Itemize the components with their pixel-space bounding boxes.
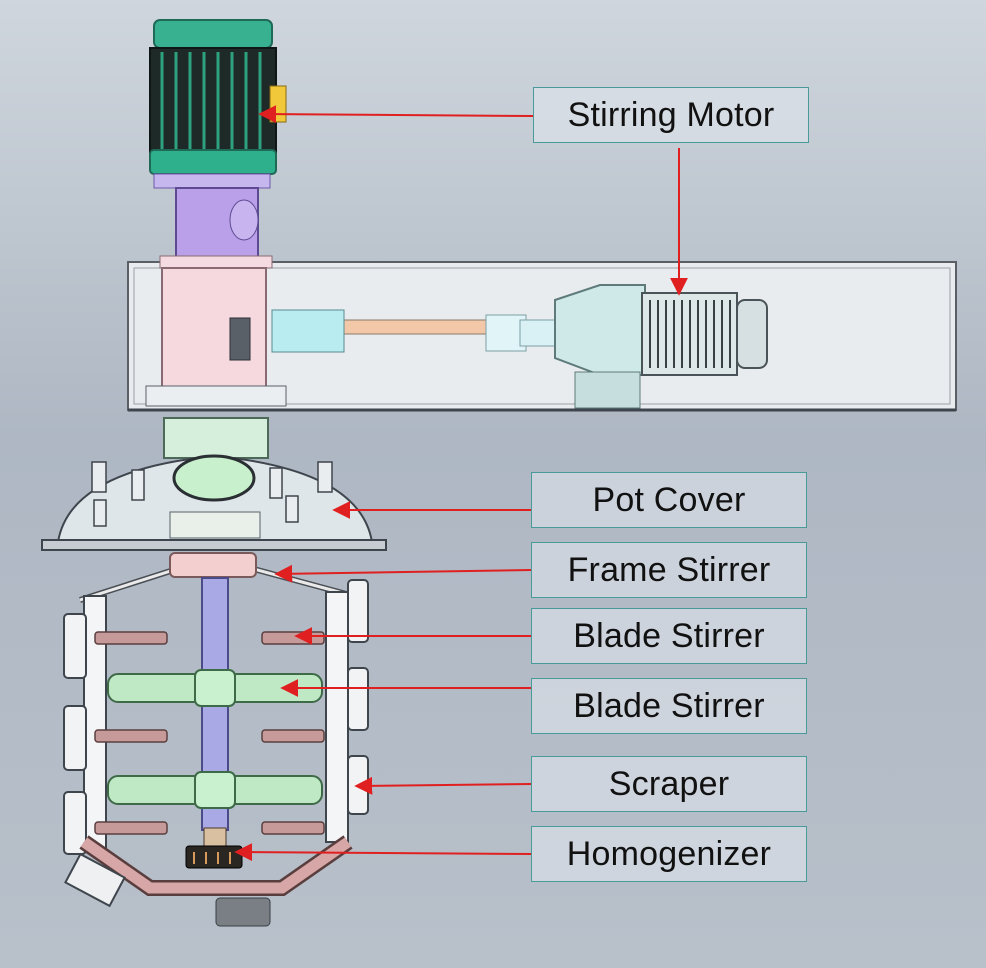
label-frame-stirrer: Frame Stirrer <box>531 542 807 598</box>
label-stirring-motor: Stirring Motor <box>533 87 809 143</box>
coupling-housing <box>145 187 287 459</box>
arrow-frame-stirrer <box>274 564 532 583</box>
vessel-drawing <box>63 552 369 927</box>
side-motor <box>271 284 768 409</box>
label-blade-stirrer-lower: Blade Stirrer <box>531 678 807 734</box>
pot-cover-drawing <box>41 454 387 551</box>
arrow-homogenizer <box>234 843 532 862</box>
label-pot-cover: Pot Cover <box>531 472 807 528</box>
arrow-scraper <box>354 776 532 795</box>
callout-arrows <box>234 105 688 862</box>
label-homogenizer: Homogenizer <box>531 826 807 882</box>
label-scraper: Scraper <box>531 756 807 812</box>
arrow-stirring-motor <box>258 105 534 124</box>
stirring-motor-drawing <box>149 19 287 189</box>
label-blade-stirrer-upper: Blade Stirrer <box>531 608 807 664</box>
